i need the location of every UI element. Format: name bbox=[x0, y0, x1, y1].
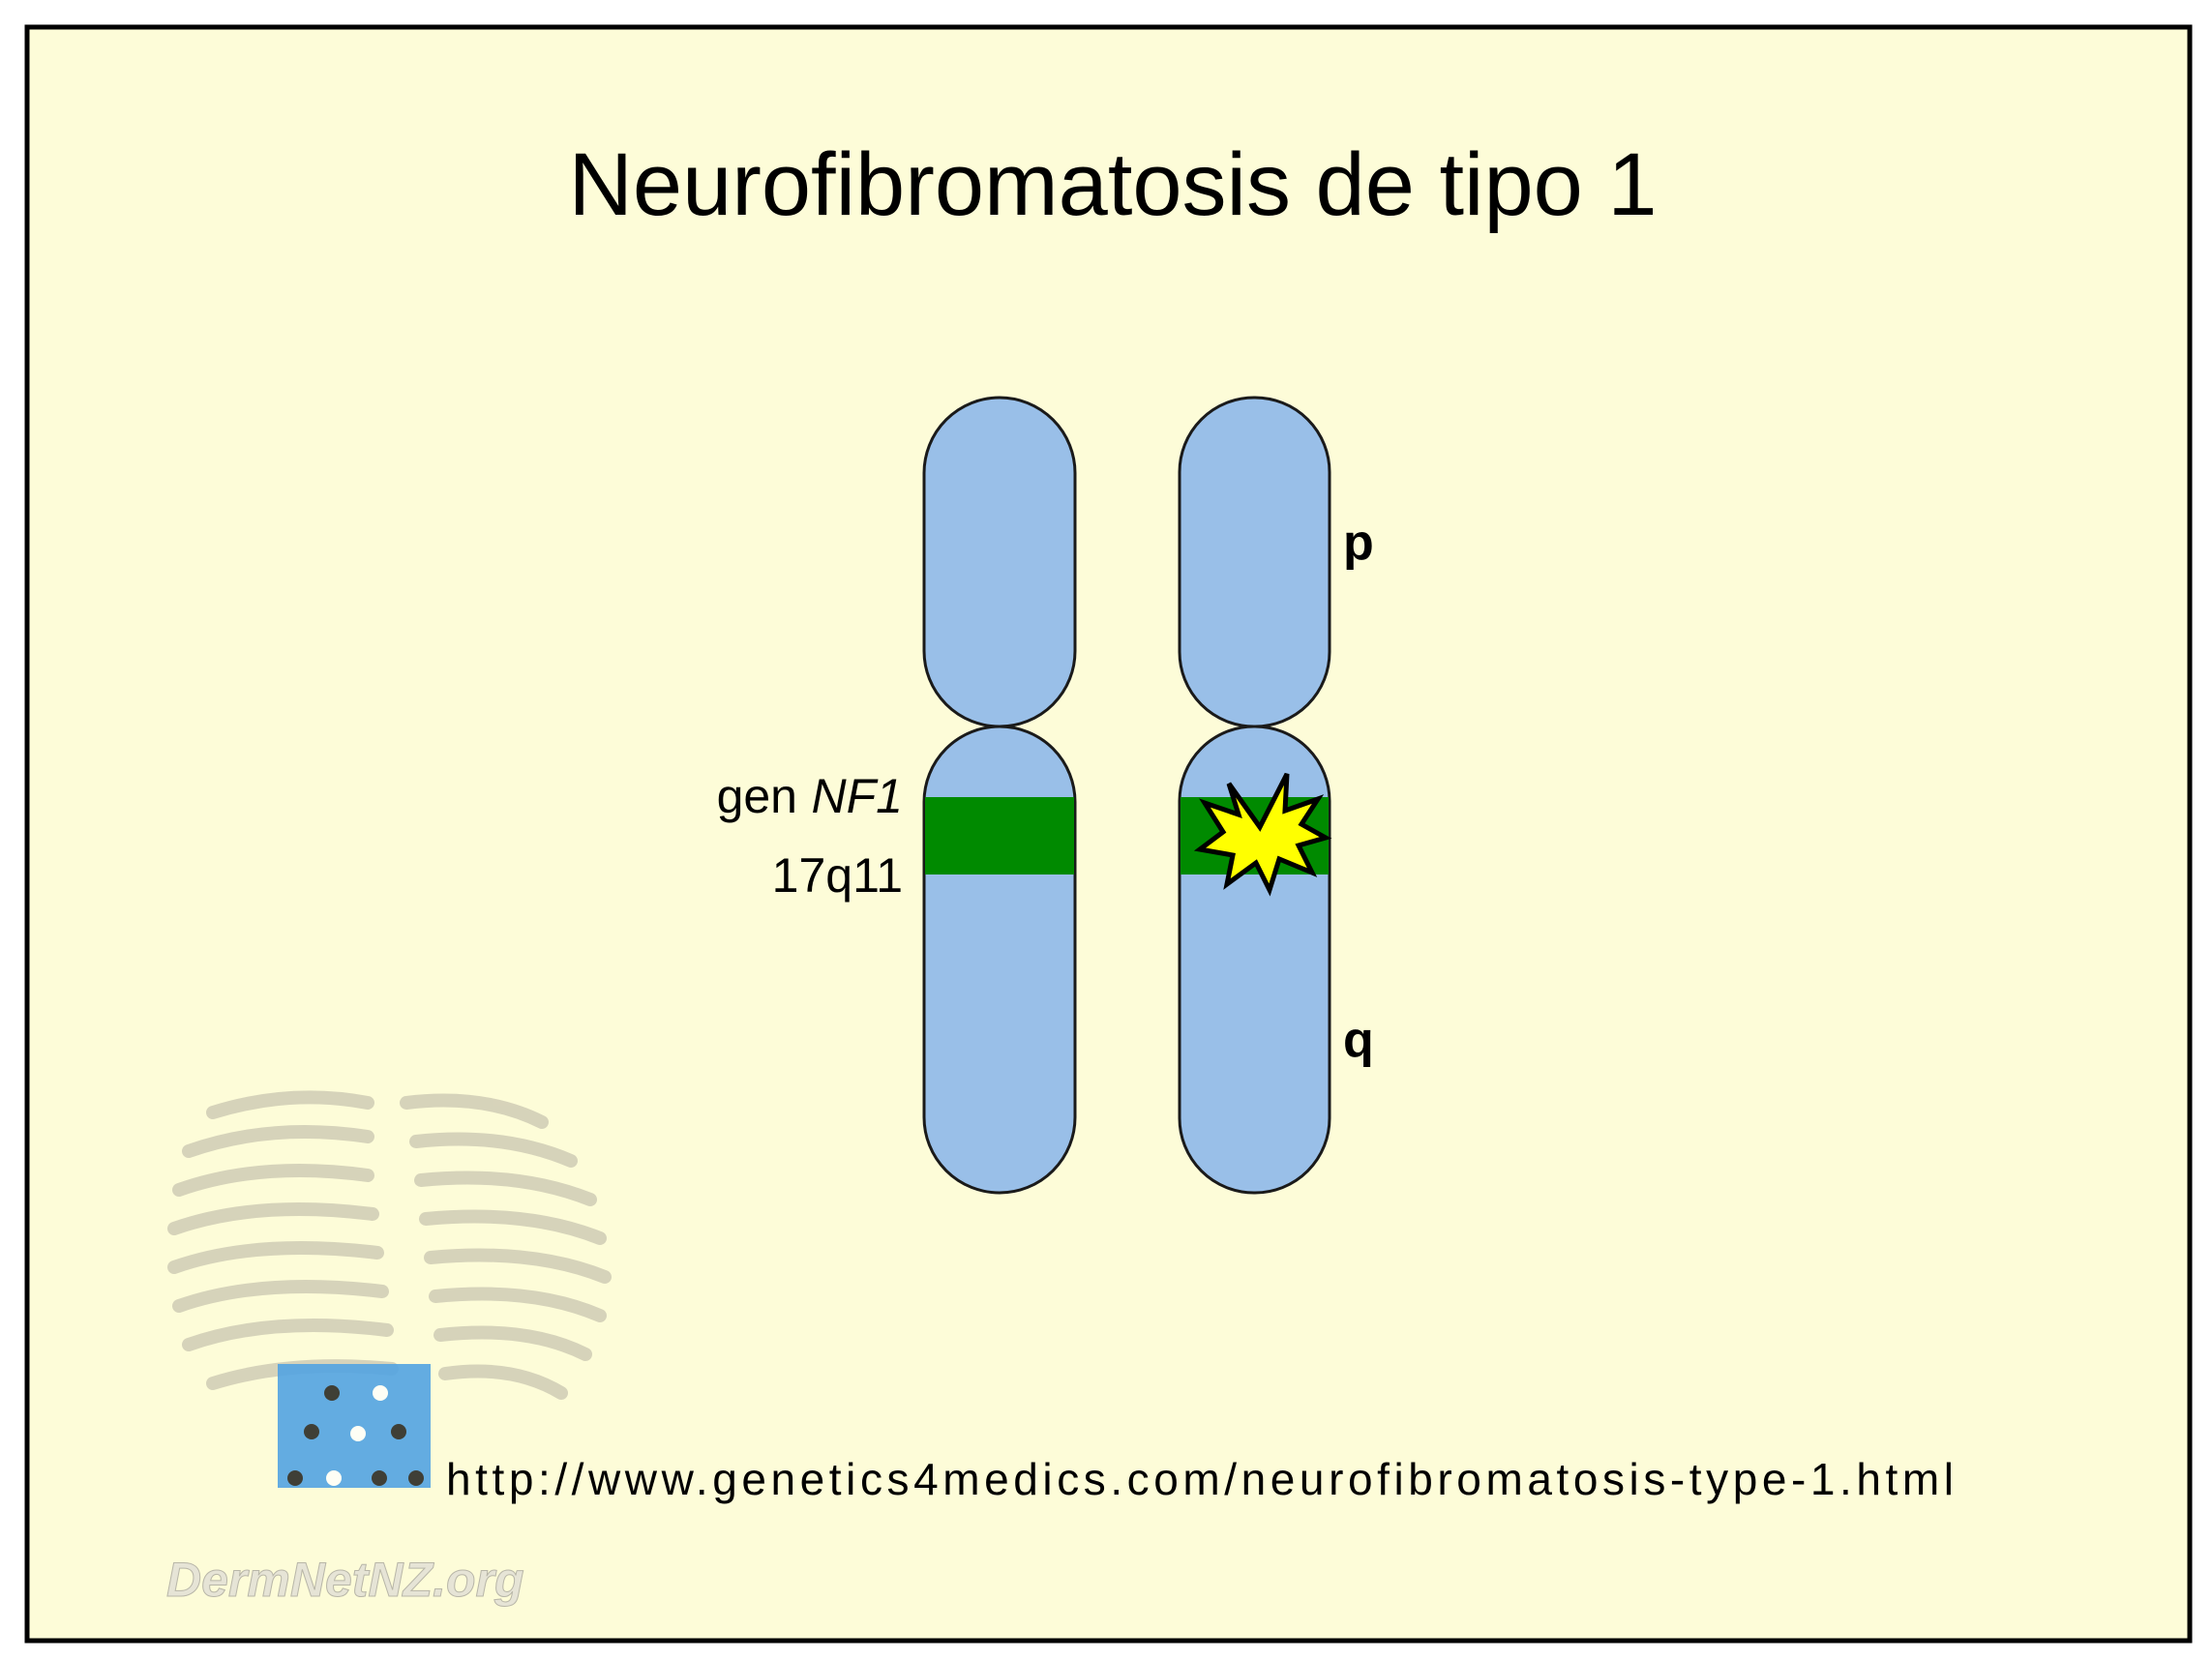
chromosome-normal bbox=[922, 396, 1077, 1195]
slide-title: Neurofibromatosis de tipo 1 bbox=[568, 135, 1657, 234]
chromosome-q-arm bbox=[922, 725, 1077, 1195]
locus-label: 17q11 bbox=[772, 848, 903, 903]
gene-label-name: NF1 bbox=[812, 769, 903, 823]
gene-label-prefix: gen bbox=[717, 769, 797, 823]
watermark-text: DermNetNZ.org bbox=[166, 1553, 523, 1607]
chromosome-p-arm bbox=[922, 396, 1077, 728]
chromosome-p-arm bbox=[1178, 396, 1331, 728]
chromosome-q-arm bbox=[1178, 725, 1331, 1195]
mutation-starburst-icon bbox=[1193, 772, 1332, 897]
nf1-band bbox=[925, 797, 1074, 874]
chromosome-mutated bbox=[1178, 396, 1332, 1195]
source-url-link[interactable]: http://www.genetics4medics.com/neurofibr… bbox=[446, 1454, 1954, 1504]
dermnet-watermark-logo bbox=[167, 1090, 612, 1488]
logo-blue-square bbox=[278, 1364, 431, 1488]
q-arm-label: q bbox=[1343, 1012, 1374, 1068]
p-arm-label: p bbox=[1343, 515, 1374, 571]
